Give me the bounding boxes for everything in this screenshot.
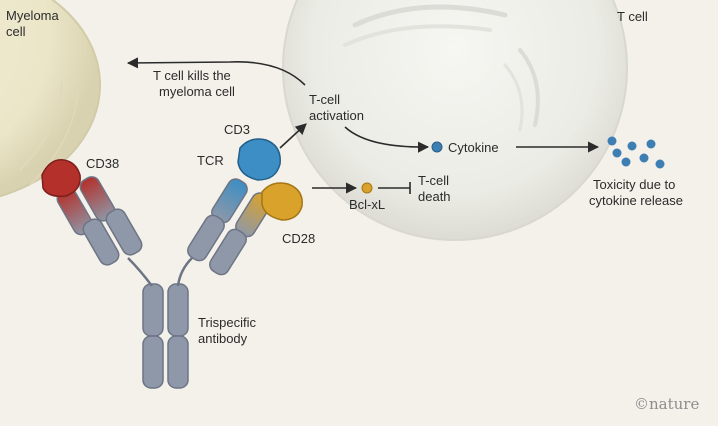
t-cell-label: T cell	[617, 9, 648, 24]
pathway-arrows	[126, 57, 600, 194]
myeloma-cell	[0, 0, 101, 198]
antibody-label-2: antibody	[198, 331, 248, 346]
toxicity-label-2: cytokine release	[589, 193, 683, 208]
death-label-1: T-cell	[418, 173, 449, 188]
tcr-label: TCR	[197, 153, 224, 168]
antibody-fc-left-upper	[142, 283, 164, 337]
cytokine-icon	[431, 141, 443, 153]
cd3-binding-domain	[237, 138, 281, 181]
t-cell	[282, 0, 628, 241]
cd3-label: CD3	[224, 122, 250, 137]
antibody-fc-right-lower	[167, 335, 189, 389]
cd38-binding-domain	[41, 159, 81, 198]
myeloma-cell-label-2: cell	[6, 24, 26, 39]
antibody-right-arm	[187, 138, 303, 276]
kills-label-1: T cell kills the	[153, 68, 231, 83]
antibody-fc-right-upper	[167, 283, 189, 337]
cd38-label: CD38	[86, 156, 119, 171]
antibody-label-1: Trispecific	[198, 315, 257, 330]
myeloma-cell-label-1: Myeloma	[6, 8, 60, 23]
trispecific-antibody	[41, 138, 303, 389]
cytokine-label: Cytokine	[448, 140, 499, 155]
arrow-to-activation	[279, 123, 307, 149]
cd28-binding-domain	[261, 182, 303, 221]
bclxl-label: Bcl-xL	[349, 197, 385, 212]
antibody-left-arm	[41, 159, 143, 266]
kills-label-2: myeloma cell	[159, 84, 235, 99]
bclxl-icon	[361, 182, 373, 194]
arrow-to-killing	[126, 57, 306, 86]
antibody-fc-left-lower	[142, 335, 164, 389]
activation-label-1: T-cell	[309, 92, 340, 107]
activation-label-2: activation	[309, 108, 364, 123]
inhibition-line	[378, 182, 411, 194]
cytokine-cluster-icon	[607, 136, 665, 169]
nature-credit: ©nature	[634, 395, 699, 413]
toxicity-label-1: Toxicity due to	[593, 177, 675, 192]
cd28-label: CD28	[282, 231, 315, 246]
death-label-2: death	[418, 189, 451, 204]
arrow-to-cytokine	[344, 126, 430, 153]
